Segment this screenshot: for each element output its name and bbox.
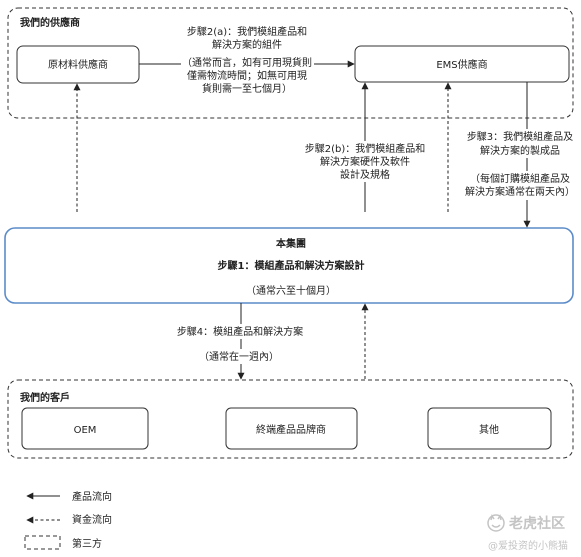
step-2a-note-background — [181, 56, 314, 96]
step-4-background — [170, 324, 310, 339]
step-3-note-line-2: 解決方案通常在兩天內） — [465, 185, 575, 198]
group-step-1: 步驟1：模組產品和解決方案設計 — [218, 259, 365, 272]
customers-group-container — [7, 379, 574, 459]
raw-material-supplier-label: 原材料供應商 — [48, 58, 108, 71]
step-4-note-background — [203, 349, 277, 364]
watermark-handle: @爱投资的小熊猫 — [488, 539, 568, 552]
step-3-background — [466, 129, 576, 158]
step-4-label: 步驟4：模組產品和解決方案 — [177, 325, 303, 338]
step-3-note-background — [464, 171, 578, 200]
watermark: 老虎社区 @爱投资的小熊猫 — [487, 514, 568, 552]
ems-supplier-box — [354, 45, 570, 83]
legend-label-product-flow: 產品流向 — [72, 490, 112, 503]
step-2b-background — [300, 141, 430, 182]
step-3-line-1: 步驟3：我們模組產品及 — [467, 130, 573, 143]
customer-label-brand: 終端產品品牌商 — [256, 423, 326, 436]
step-2a-line-1: 步驟2(a)：我們模組產品和 — [187, 25, 307, 38]
legend-label-money-flow: 資金流向 — [72, 513, 112, 526]
tiger-logo-icon — [487, 514, 505, 532]
legend-label-third-party: 第三方 — [72, 537, 102, 550]
step-2a-note-line-2: 僅需物流時間；如無可用現 — [187, 69, 307, 82]
customer-label-oem: OEM — [74, 425, 97, 436]
customer-box-brand — [225, 407, 358, 450]
ems-supplier-label: EMS供應商 — [436, 58, 487, 71]
step-3-line-2: 解決方案的製成品 — [480, 144, 560, 157]
suppliers-group-label: 我們的供應商 — [20, 16, 80, 29]
customers-group-label: 我們的客戶 — [20, 391, 70, 404]
customer-box-others — [427, 407, 552, 450]
legend: 產品流向 資金流向 第三方 — [24, 490, 112, 550]
group-step-1-duration: （通常六至十個月） — [246, 284, 336, 297]
step-2a-note-line-1: （通常而言，如有可用現貨則 — [182, 56, 312, 69]
step-2b-line-1: 步驟2(b)：我們模組產品和 — [305, 142, 426, 155]
step-2a-line-2: 解決方案的組件 — [212, 38, 282, 51]
watermark-brand: 老虎社区 — [509, 515, 565, 532]
customer-box-oem — [21, 407, 149, 450]
suppliers-group-container — [7, 7, 574, 119]
step-3-note-line-1: （每個訂購模組產品及 — [470, 172, 570, 185]
group-box — [4, 227, 574, 304]
step-2b-line-3: 設計及規格 — [340, 168, 390, 181]
step-4-note: （通常在一週內） — [199, 350, 279, 363]
step-2b-line-2: 解決方案硬件及軟件 — [320, 155, 410, 168]
customer-label-others: 其他 — [479, 423, 499, 436]
group-title: 本集團 — [276, 237, 306, 250]
dashed-box-icon — [24, 535, 61, 550]
step-2a-note-line-3: 貨則需一至七個月） — [202, 82, 292, 95]
